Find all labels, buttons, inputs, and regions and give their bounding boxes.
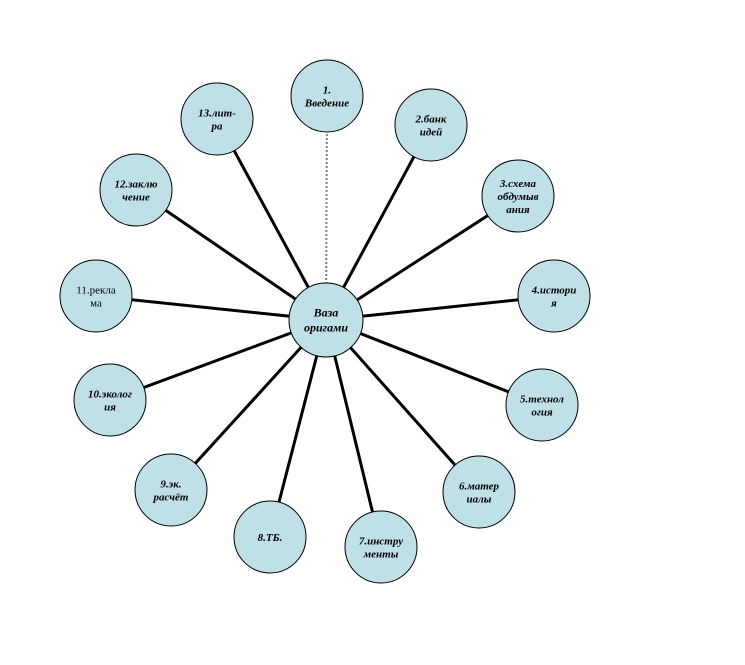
connector-line-n9 xyxy=(169,318,328,492)
node-n12-label-line-1: 12.заклю xyxy=(114,179,157,191)
node-circle-n1 xyxy=(290,59,364,133)
node-n2-label-line-1: 2.банк xyxy=(415,114,447,126)
connector-line-n13 xyxy=(215,118,328,321)
node-n13-label-line-2: ра xyxy=(211,121,224,133)
connector-line-n4 xyxy=(325,294,555,322)
connector-line-n7 xyxy=(324,319,383,548)
node-circle-n7 xyxy=(344,510,418,584)
node-n4-label-line-1: 4.истори xyxy=(531,285,577,297)
node-n13-label-line-1: 13.лит- xyxy=(198,108,236,120)
node-n3-label-line-3: ания xyxy=(506,204,530,216)
node-n11-label-line-2: ма xyxy=(90,298,102,310)
node-n1-label-line-1: 1. xyxy=(323,85,331,97)
node-n3-label-line-1: 3.схема xyxy=(499,178,537,190)
node-n7-label-line-2: менты xyxy=(363,549,399,561)
center-node-circle xyxy=(288,282,364,358)
node-circle-n12 xyxy=(99,153,173,227)
node-n5-label-line-1: 5.технол xyxy=(520,394,564,406)
node-n4-label-line-2: я xyxy=(550,298,557,310)
node-n12-label-line-2: чение xyxy=(122,192,150,204)
node-circle-n13 xyxy=(180,82,254,156)
node-circle-n9 xyxy=(134,453,208,527)
node-n9-label-line-1: 9.эк. xyxy=(160,479,181,491)
node-n1-label-line-2: Введение xyxy=(304,98,349,110)
connector-line-n3 xyxy=(325,194,519,322)
node-n7-label-line-1: 7.инстру xyxy=(359,536,403,548)
connector-line-n11 xyxy=(95,294,327,322)
node-circle-n5 xyxy=(505,368,579,442)
node-circle-n10 xyxy=(73,363,147,437)
node-n9: 9.эк.расчёт xyxy=(134,453,208,527)
node-n6-label-line-1: 6.матер xyxy=(459,481,500,493)
node-n10-label-line-1: 10.эколог xyxy=(88,389,132,401)
center-node-label-line-1: Ваза xyxy=(313,306,339,320)
node-n2-label-line-2: идей xyxy=(420,127,443,139)
node-n5-label-line-2: огия xyxy=(531,407,553,419)
node-circle-n3 xyxy=(481,159,555,233)
node-n8-label-line-1: 8.ТБ. xyxy=(258,532,283,544)
node-circle-n6 xyxy=(442,455,516,529)
center-node-label-line-2: оригами xyxy=(304,321,348,335)
node-circle-n2 xyxy=(394,88,468,162)
node-circle-n8 xyxy=(233,500,307,574)
node-n6-label-line-2: иалы xyxy=(467,494,492,506)
connector-line-n6 xyxy=(324,319,481,493)
node-n8: 8.ТБ. xyxy=(233,500,307,574)
node-n10-label-line-2: ия xyxy=(104,402,116,414)
outer-nodes: 1.Введение2.банкидей3.схемаобдумывания4.… xyxy=(59,59,591,584)
connector-line-n12 xyxy=(135,188,327,322)
connector-lines xyxy=(95,95,555,548)
node-n3-label-line-2: обдумыв xyxy=(498,191,539,203)
node-circle-n4 xyxy=(517,259,591,333)
node-n11-label-line-1: 11.рекла xyxy=(76,285,116,297)
node-n13: 13.лит-ра xyxy=(180,82,254,156)
connector-line-n5 xyxy=(325,318,543,407)
node-circle-n11 xyxy=(59,259,133,333)
node-n1: 1.Введение xyxy=(290,59,364,133)
node-n9-label-line-2: расчёт xyxy=(153,492,189,504)
connector-line-n10 xyxy=(109,318,327,402)
